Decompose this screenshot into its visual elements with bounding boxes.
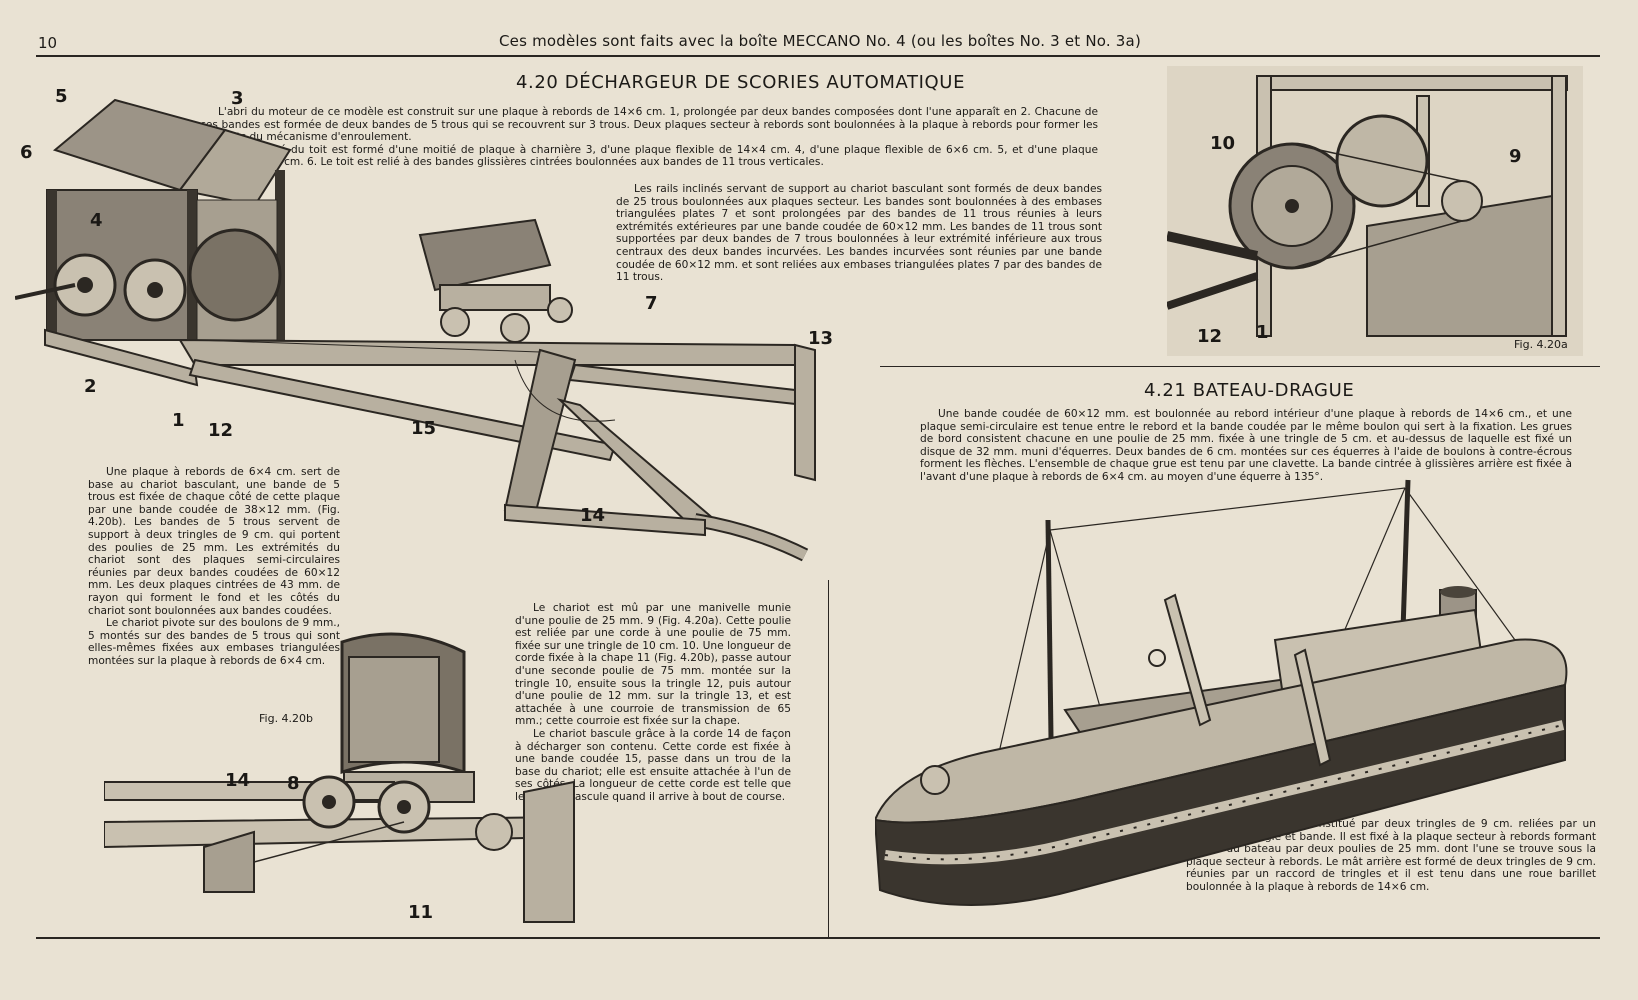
wagon-base (439, 284, 551, 311)
fig-a-label-12: 12 (1197, 326, 1223, 347)
label-13: 13 (808, 328, 834, 349)
label-6: 6 (20, 142, 33, 163)
footer-rule (36, 937, 1600, 939)
dredger-boat-illustration (875, 479, 1568, 906)
fig-b-label-14: 14 (225, 770, 251, 791)
wagon-wheel (547, 297, 573, 323)
frame-post (1551, 75, 1567, 337)
paragraph-420-6: Le chariot est mû par une manivelle muni… (515, 602, 791, 728)
drum (188, 228, 282, 322)
paragraph-420-1: L'abri du moteur de ce modèle est constr… (200, 106, 1098, 144)
label-3: 3 (231, 88, 244, 109)
section-420-intro: L'abri du moteur de ce modèle est constr… (200, 106, 1098, 169)
fig-420b-caption: Fig. 4.20b (259, 712, 314, 725)
label-2: 2 (84, 376, 97, 397)
vertical-divider (828, 580, 829, 937)
bottom-strip (504, 503, 706, 537)
section-420-rails: Les rails inclinés servant de support au… (616, 183, 1102, 284)
lower-rail (188, 358, 617, 462)
fig-420b-illustration (104, 632, 575, 923)
page-number: 10 (38, 34, 58, 52)
incline-rail (178, 338, 807, 366)
paragraph-420-7: Le chariot bascule grâce à la corde 14 d… (515, 727, 791, 803)
wagon-wheel (440, 307, 470, 337)
label-1: 1 (172, 410, 185, 431)
frame-top (1256, 75, 1568, 91)
section-420-chariot: Une plaque à rebords de 6×4 cm. sert de … (88, 466, 340, 668)
rear-pulley (1335, 114, 1429, 208)
fig-420a-illustration (1167, 66, 1583, 356)
wagon-body (418, 218, 552, 292)
fig-a-label-1: 1 (1256, 322, 1269, 343)
fig-a-label-10: 10 (1210, 133, 1236, 154)
label-14: 14 (580, 505, 606, 526)
fig-b-label-11: 11 (408, 902, 434, 923)
running-header: Ces modèles sont faits avec la boîte MEC… (498, 32, 1141, 50)
crane-jib (1293, 648, 1332, 767)
vertical-strip (794, 343, 816, 482)
paragraph-420-3: Les rails inclinés servant de support au… (616, 183, 1102, 284)
label-5: 5 (55, 86, 68, 107)
fig-a-label-9: 9 (1509, 146, 1522, 167)
cord (514, 359, 616, 422)
paragraph-421-1: Une bande coudée de 60×12 mm. est boulon… (920, 408, 1572, 483)
pulley (475, 813, 513, 851)
crane-jib (1163, 593, 1212, 727)
label-15: 15 (411, 418, 437, 439)
section-420-title: 4.20 DÉCHARGEUR DE SCORIES AUTOMATIQUE (516, 72, 966, 93)
base-strip (44, 328, 199, 387)
frame-right (523, 780, 575, 923)
box-plate (1366, 194, 1553, 337)
fig-420a-caption: Fig. 4.20a (1514, 338, 1568, 351)
deck-wheel (920, 765, 950, 795)
small-pulley (1441, 180, 1483, 222)
paragraph-420-2: Chaque côté du toit est formé d'une moit… (200, 143, 1098, 169)
upper-strip (568, 363, 808, 407)
crane-hook (1148, 649, 1166, 667)
paragraph-420-4: Une plaque à rebords de 6×4 cm. sert de … (88, 466, 340, 617)
section-420-mechanism: Le chariot est mû par une manivelle muni… (515, 602, 791, 804)
header-rule (36, 55, 1600, 57)
section-421-title: 4.21 BATEAU-DRAGUE (1144, 380, 1355, 401)
section-421-intro: Une bande coudée de 60×12 mm. est boulon… (920, 408, 1572, 484)
fig-b-label-8: 8 (287, 773, 300, 794)
label-7: 7 (645, 293, 658, 314)
slag-unloader-illustration (15, 98, 816, 562)
label-4: 4 (90, 210, 103, 231)
triangle-plate (203, 830, 255, 893)
label-12: 12 (208, 420, 234, 441)
right-horizontal-divider (880, 366, 1600, 367)
wagon-wheel (500, 313, 530, 343)
paragraph-420-5: Le chariot pivote sur des boulons de 9 m… (88, 617, 340, 667)
